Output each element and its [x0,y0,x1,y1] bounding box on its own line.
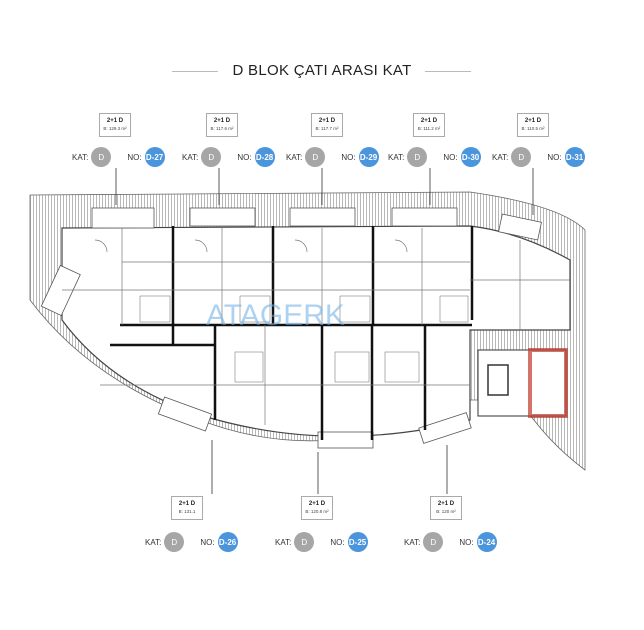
unit-number-badge: D-31 [564,147,585,167]
bottom-balconies [40,264,472,449]
unit-number-badge: D-26 [217,532,238,552]
floor-badge: D [511,147,532,167]
leader-lines [115,168,534,494]
floor-badge: D [305,147,326,167]
floor-badge: D [201,147,222,167]
floor-badge: D [423,532,444,552]
page-title: D BLOK ÇATI ARASI KAT [232,62,412,79]
interior-walls [62,228,570,425]
unit-number-badge: D-24 [476,532,497,552]
stairs [139,295,469,383]
unit-number-badge: D-25 [347,532,368,552]
title-rule-left [172,71,218,72]
floor-badge: D [91,147,112,167]
unit-number-badge: D-28 [254,147,275,167]
unit-dividers [110,226,474,440]
floor-badge: D [407,147,428,167]
floor-badge: D [164,532,185,552]
unit-number-badge: D-29 [358,147,379,167]
unit-number-badge: D-27 [144,147,165,167]
elevator-core [477,349,567,417]
watermark-logo: ATAGERK [206,299,345,332]
unit-number-badge: D-30 [460,147,481,167]
floor-badge: D [294,532,315,552]
title-rule-right [425,71,471,72]
top-balconies [91,207,542,241]
